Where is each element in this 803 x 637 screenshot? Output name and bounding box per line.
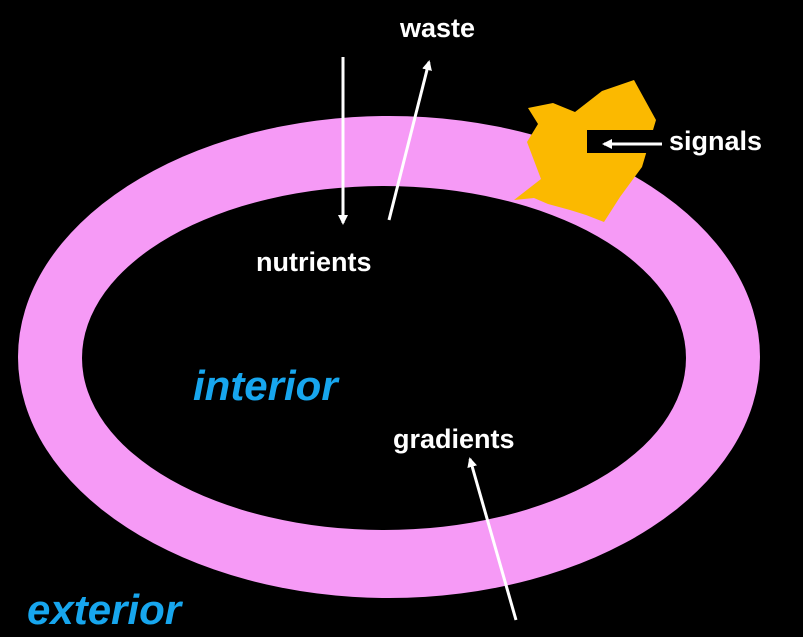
waste-label: waste xyxy=(400,15,475,42)
nutrients-label: nutrients xyxy=(256,249,372,276)
receptor-channel xyxy=(587,130,660,153)
cell-interior xyxy=(82,186,686,530)
gradients-label: gradients xyxy=(393,426,515,453)
exterior-label: exterior xyxy=(27,589,181,631)
signals-label: signals xyxy=(669,128,762,155)
interior-label: interior xyxy=(193,365,338,407)
